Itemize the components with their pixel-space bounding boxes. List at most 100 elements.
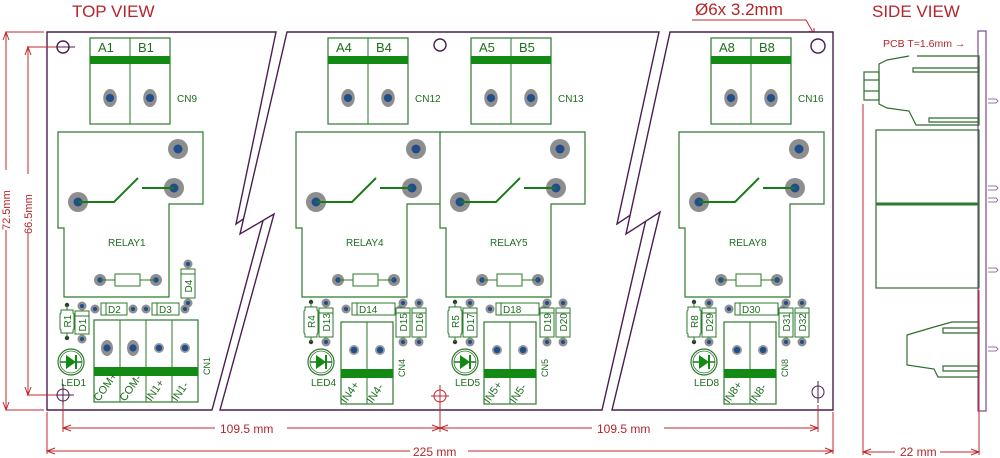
- diode: D14: [341, 302, 406, 316]
- diode: D19: [539, 298, 555, 347]
- connector-label: CN8: [780, 359, 790, 377]
- terminal-label: B8: [759, 40, 775, 55]
- diode-label: D30: [742, 305, 761, 316]
- dimension-pitch: 109.5 mm 109.5 mm: [61, 405, 820, 436]
- led-label: LED4: [311, 378, 336, 389]
- top-view-title: TOP VIEW: [72, 2, 155, 21]
- side-pcb-board: [977, 30, 987, 412]
- diode: D4: [180, 259, 196, 308]
- pitch-left-label: 109.5 mm: [220, 422, 273, 436]
- relay: RELAY1: [57, 131, 204, 298]
- diode: D16: [411, 298, 427, 347]
- relay: RELAY5: [439, 131, 586, 298]
- connector-label: CN16: [798, 94, 824, 105]
- connector-label: CN13: [558, 94, 584, 105]
- diode-label: D4: [184, 279, 195, 292]
- diode: D20: [555, 298, 571, 347]
- diode: D13: [318, 298, 334, 347]
- diode-label: D31: [782, 313, 793, 332]
- total-width-label: 225 mm: [413, 445, 456, 458]
- diode: D15: [395, 298, 411, 347]
- terminal-label: A4: [336, 40, 352, 55]
- height-inner-label: 66.5mm: [23, 194, 35, 234]
- resistor-label: R8: [690, 315, 701, 328]
- diode: D1: [74, 301, 90, 344]
- led-label: LED8: [694, 378, 719, 389]
- input-terminal-block: IN4+IN4-CN4: [339, 321, 407, 406]
- side-depth-label: 22 mm: [900, 445, 937, 458]
- resistor: R1: [59, 302, 75, 341]
- terminal-label: B1: [138, 40, 154, 55]
- terminal-label: A8: [719, 40, 735, 55]
- mounting-hole: [431, 385, 449, 407]
- diode-label: D29: [705, 313, 716, 332]
- mounting-hole: [810, 38, 826, 54]
- diode: D2: [90, 302, 138, 316]
- diode-label: D20: [559, 313, 570, 332]
- diode-label: D1: [78, 318, 89, 331]
- resistor: R8: [686, 299, 702, 345]
- mounting-hole: [433, 38, 447, 52]
- led: LED5: [451, 348, 480, 389]
- resistor-label: R1: [63, 314, 74, 327]
- diode-label: D2: [108, 305, 121, 316]
- terminal-label: A5: [479, 40, 495, 55]
- connector-label: CN5: [540, 359, 550, 377]
- relay-label: RELAY8: [729, 238, 767, 249]
- pitch-right-label: 109.5 mm: [597, 422, 650, 436]
- relay-label: RELAY4: [346, 238, 384, 249]
- connector-label: CN1: [202, 357, 212, 375]
- diode: D17: [462, 298, 478, 347]
- diode-label: D15: [399, 313, 410, 332]
- terminal-label: B5: [519, 40, 535, 55]
- diode: D29: [701, 298, 717, 347]
- diode-label: D13: [322, 313, 333, 332]
- dimension-height-outer: 72.5mm: [0, 30, 44, 412]
- terminal-label: B4: [376, 40, 392, 55]
- pcb-thickness-label: PCB T=1.6mm →: [883, 38, 965, 50]
- mounting-holes: [51, 38, 826, 407]
- connector-label: CN9: [177, 94, 197, 105]
- resistor: R4: [303, 299, 319, 345]
- mounting-hole: [54, 384, 74, 406]
- relay: RELAY4: [295, 131, 442, 298]
- diode-label: D18: [503, 305, 522, 316]
- dimension-total-width: 225 mm: [45, 412, 835, 458]
- diode-label: D14: [359, 305, 378, 316]
- diode-label: D19: [543, 313, 554, 332]
- input-terminal-block: IN5+IN5-CN5: [482, 321, 550, 406]
- diode-label: D3: [159, 305, 172, 316]
- diode-label: D17: [466, 313, 477, 332]
- side-view: PCB T=1.6mm → 22 mm: [861, 30, 999, 458]
- diode-label: D32: [798, 313, 809, 332]
- led: LED4: [307, 348, 336, 389]
- diode: D32: [794, 298, 810, 347]
- resistor: R5: [447, 299, 463, 345]
- diode: D31: [778, 298, 794, 347]
- connector-label: CN4: [397, 359, 407, 377]
- input-terminal-block: COM+COM-IN1+IN1-CN1: [92, 319, 212, 404]
- relay-label: RELAY1: [108, 238, 146, 249]
- input-terminal-block: IN8+IN8-CN8: [722, 321, 790, 406]
- relay: RELAY8: [678, 131, 825, 298]
- terminal-label: A1: [98, 40, 114, 55]
- diode-label: D16: [415, 313, 426, 332]
- hole-spec-label: Ø6x 3.2mm: [695, 0, 783, 19]
- side-pins: [988, 98, 999, 352]
- led: LED8: [690, 348, 719, 389]
- led: LED1: [57, 348, 86, 389]
- led-label: LED1: [61, 378, 86, 389]
- relay-label: RELAY5: [490, 238, 528, 249]
- side-view-title: SIDE VIEW: [872, 2, 960, 21]
- resistor-label: R4: [307, 315, 318, 328]
- resistor-label: R5: [451, 315, 462, 328]
